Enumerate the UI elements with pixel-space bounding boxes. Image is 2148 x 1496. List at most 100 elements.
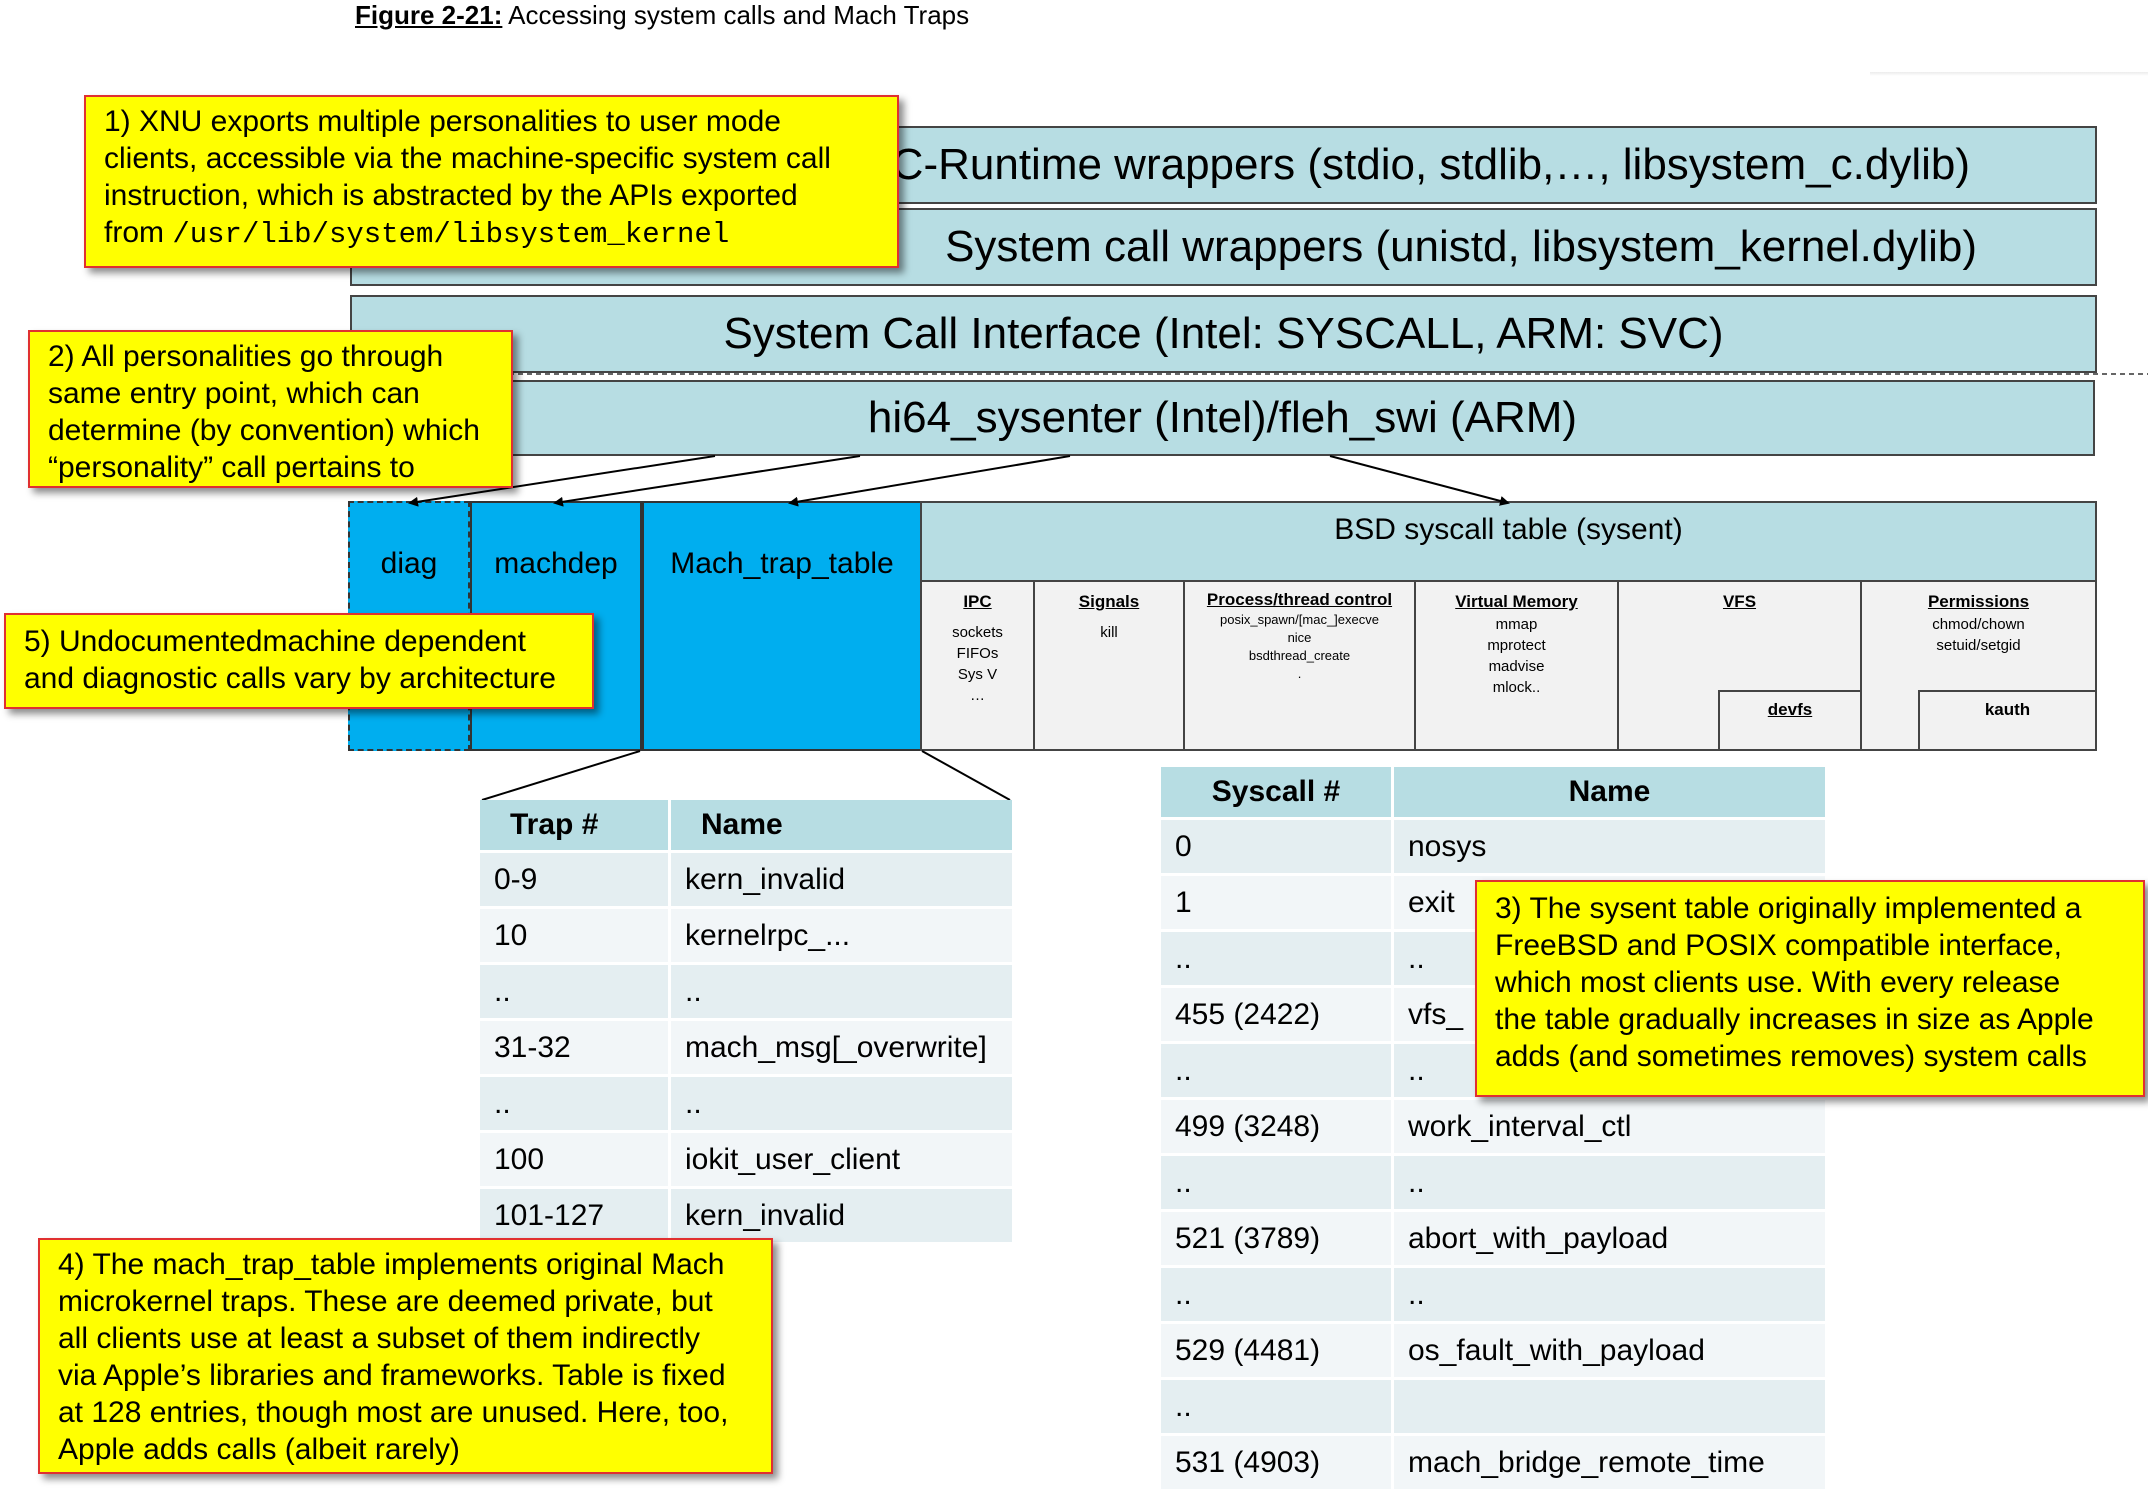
trap-name: kern_invalid	[671, 1189, 1012, 1242]
c-runtime-label: C-Runtime wrappers (stdio, stdlib,…, lib…	[891, 140, 1970, 189]
vm-title: Virtual Memory	[1455, 592, 1578, 611]
note-3-line: the table gradually increases in size as…	[1495, 1003, 2094, 1036]
syscall-interface-layer: System Call Interface (Intel: SYSCALL, A…	[350, 295, 2097, 373]
syscall-number: 529 (4481)	[1161, 1324, 1391, 1377]
syscall-number: 531 (4903)	[1161, 1436, 1391, 1489]
permissions-title: Permissions	[1927, 592, 2030, 611]
bsd-syscall-table-label: BSD syscall table (sysent)	[1334, 513, 1683, 546]
note-4-line: 4) The mach_trap_table implements origin…	[58, 1248, 725, 1281]
syscall-number: 1	[1161, 876, 1391, 929]
trap-name-header: Name	[671, 800, 1012, 850]
syscall-name	[1394, 1380, 1825, 1433]
ipc-item: FIFOs	[956, 645, 999, 662]
vm-item: mmap	[1495, 616, 1538, 633]
bsd-category-signals: Signals kill	[1033, 580, 1185, 751]
permissions-item: setuid/setgid	[1936, 637, 2021, 654]
ipc-title: IPC	[963, 592, 992, 611]
note-3-line: which most clients use. With every relea…	[1495, 966, 2061, 999]
table-row: 499 (3248)work_interval_ctl	[1161, 1100, 1825, 1153]
note-1-line: 1) XNU exports multiple personalities to…	[104, 105, 781, 138]
table-row: ....	[480, 965, 1012, 1018]
process-item: bsdthread_create	[1248, 648, 1351, 663]
syscall-number: ..	[1161, 932, 1391, 985]
table-row: ....	[480, 1077, 1012, 1130]
trap-number: 31-32	[480, 1021, 668, 1074]
syscall-interface-label: System Call Interface (Intel: SYSCALL, A…	[723, 309, 1724, 358]
note-3-sysent: 3) The sysent table originally implement…	[1475, 880, 2145, 1097]
syscall-name: nosys	[1394, 820, 1825, 873]
arrow-to-bsd	[1329, 455, 1510, 506]
syscall-table-header: Syscall # Name	[1161, 767, 1825, 817]
note-4-line: microkernel traps. These are deemed priv…	[58, 1285, 713, 1318]
syscall-number: 455 (2422)	[1161, 988, 1391, 1041]
diag-label: diag	[380, 547, 438, 580]
devfs-label: devfs	[1767, 700, 1813, 719]
trap-name: kern_invalid	[671, 853, 1012, 906]
trap-table-header: Trap # Name	[480, 800, 1012, 850]
table-row: 531 (4903)mach_bridge_remote_time	[1161, 1436, 1825, 1489]
syscall-number: ..	[1161, 1268, 1391, 1321]
permissions-item: chmod/chown	[1932, 616, 2025, 633]
entry-point-layer: hi64_sysenter (Intel)/fleh_swi (ARM)	[350, 380, 2095, 456]
bsd-category-ipc: IPC sockets FIFOs Sys V …	[920, 580, 1035, 751]
note-1-line: instruction, which is abstracted by the …	[104, 179, 798, 212]
syscall-name: ..	[1394, 1156, 1825, 1209]
trap-number: 101-127	[480, 1189, 668, 1242]
note-4-line: via Apple’s libraries and frameworks. Ta…	[58, 1359, 726, 1392]
syscall-name-header: Name	[1394, 767, 1825, 817]
trap-number: 0-9	[480, 853, 668, 906]
syscall-name: abort_with_payload	[1394, 1212, 1825, 1265]
bsd-syscall-table: BSD syscall table (sysent)	[920, 501, 2097, 582]
note-2-line: determine (by convention) which	[48, 414, 480, 447]
trap-name: ..	[671, 1077, 1012, 1130]
note-5-line: 5) Undocumentedmachine dependent	[24, 625, 527, 658]
kauth-box: kauth	[1918, 690, 2097, 751]
ipc-item: sockets	[952, 624, 1003, 641]
trap-number: 10	[480, 909, 668, 962]
syscall-name: ..	[1394, 1268, 1825, 1321]
process-item: nice	[1287, 630, 1312, 645]
syscall-number: ..	[1161, 1044, 1391, 1097]
trap-number: 100	[480, 1133, 668, 1186]
decor-line	[1870, 72, 2148, 76]
trap-name: mach_msg[_overwrite]	[671, 1021, 1012, 1074]
process-item: .	[1297, 666, 1302, 681]
syscall-number: 499 (3248)	[1161, 1100, 1391, 1153]
bsd-category-process: Process/thread control posix_spawn/[mac_…	[1183, 580, 1416, 751]
note-4-mach-traps: 4) The mach_trap_table implements origin…	[38, 1238, 773, 1474]
trap-name: iokit_user_client	[671, 1133, 1012, 1186]
vfs-title: VFS	[1722, 592, 1757, 611]
table-row: 521 (3789)abort_with_payload	[1161, 1212, 1825, 1265]
note-4-line: Apple adds calls (albeit rarely)	[58, 1433, 460, 1466]
table-row: ..	[1161, 1380, 1825, 1433]
signals-item: kill	[1100, 624, 1118, 641]
machdep-label: machdep	[494, 547, 618, 580]
note-1-line: from /usr/lib/system/libsystem_kernel	[104, 214, 879, 253]
process-item: posix_spawn/[mac_]execve	[1220, 612, 1379, 627]
note-1-text: from	[104, 216, 173, 249]
syscall-name: mach_bridge_remote_time	[1394, 1436, 1825, 1489]
vm-item: mprotect	[1487, 637, 1546, 654]
syscall-number: 0	[1161, 820, 1391, 873]
syscall-number-header: Syscall #	[1161, 767, 1391, 817]
trap-number: ..	[480, 965, 668, 1018]
table-row: ....	[1161, 1156, 1825, 1209]
note-5-undocumented: 5) Undocumentedmachine dependent and dia…	[4, 613, 594, 709]
ipc-item: …	[970, 687, 985, 704]
note-4-line: at 128 entries, though most are unused. …	[58, 1396, 729, 1429]
note-1-personalities: 1) XNU exports multiple personalities to…	[84, 95, 899, 268]
note-4-line: all clients use at least a subset of the…	[58, 1322, 700, 1355]
arrow-to-mach-trap	[788, 455, 1071, 507]
note-5-line: and diagnostic calls vary by architectur…	[24, 662, 556, 695]
table-row: ....	[1161, 1268, 1825, 1321]
note-2-line: same entry point, which can	[48, 377, 420, 410]
trap-number-header: Trap #	[480, 800, 668, 850]
zoom-line-left	[481, 750, 641, 801]
arrow-to-machdep	[553, 455, 861, 507]
note-3-line: adds (and sometimes removes) system call…	[1495, 1040, 2087, 1073]
